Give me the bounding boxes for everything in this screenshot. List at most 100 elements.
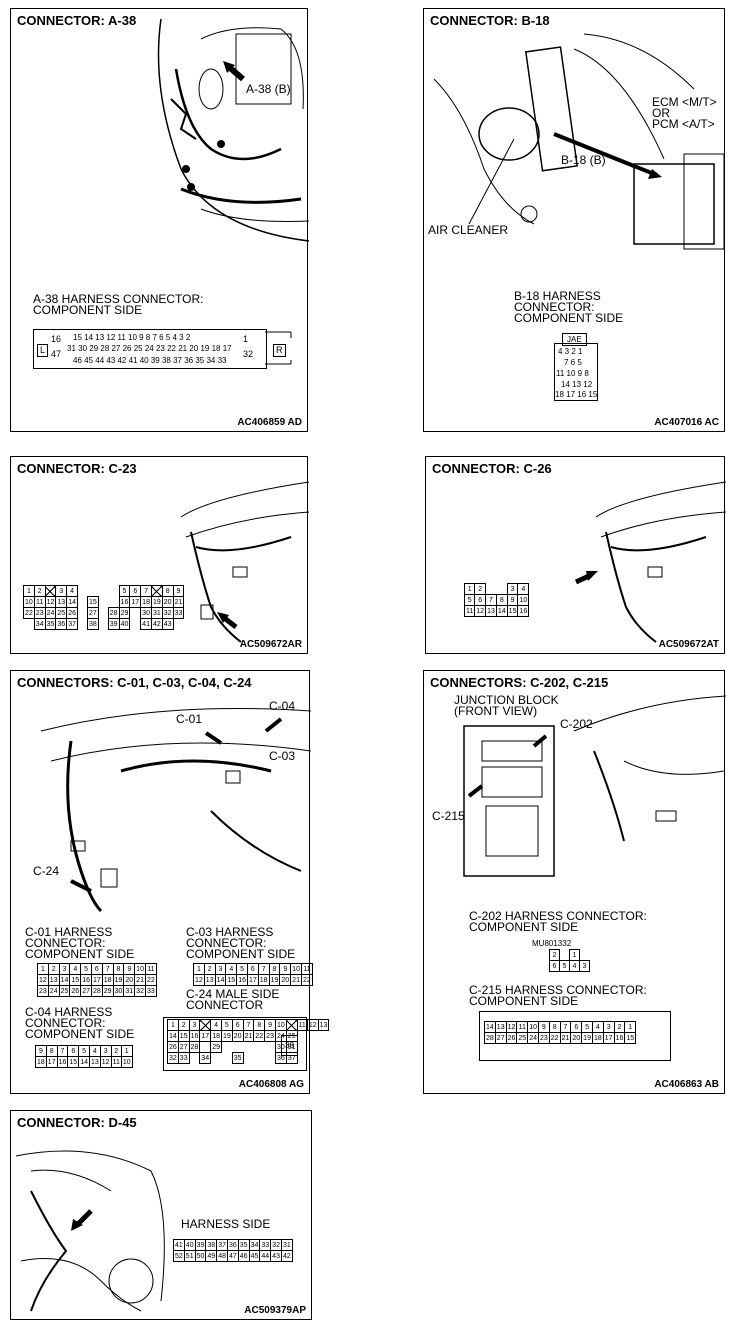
pin-cell: 10 — [274, 1019, 287, 1031]
pin-cell: 14 — [66, 596, 78, 608]
pin-cell: 22 — [253, 1030, 266, 1042]
b18-row-4: 14 13 12 — [561, 380, 593, 389]
vehicle-rear-illustration — [15, 1150, 165, 1312]
pin-cell: 9 — [279, 963, 292, 975]
pin-cell: 39 — [194, 1239, 207, 1251]
pin-cell — [232, 1042, 243, 1053]
pin-cell — [265, 1042, 276, 1053]
pin-cell: 42 — [150, 618, 163, 630]
a38-connector-face — [33, 329, 267, 369]
figure-id: AC509379AP — [244, 1305, 306, 1316]
pin-cell: 32 — [134, 985, 146, 997]
pin-cell: 9 — [506, 594, 519, 606]
engine-bay-illustration — [157, 18, 310, 242]
pin-cell: 23 — [37, 985, 49, 997]
pin-cell: 12 — [99, 1056, 112, 1068]
pin-cell: 2 — [33, 585, 46, 597]
engine-bay-illustration — [433, 33, 725, 250]
pin-cell: 6 — [67, 1045, 80, 1057]
pin-cell — [221, 1053, 232, 1064]
pin-cell: 38 — [205, 1239, 218, 1251]
ecm-pcm-label: ECM <M/T> OR PCM <A/T> — [652, 95, 717, 131]
pin-cell: 7 — [56, 1045, 69, 1057]
pin-cell: 18 — [210, 1030, 222, 1042]
a38-pin-47: 47 — [51, 349, 62, 359]
pin-cell: 27 — [177, 1041, 190, 1053]
pin-cell: 17 — [45, 1056, 58, 1068]
pin-cell: 2 — [177, 1019, 190, 1031]
pin-cell: 20 — [279, 974, 292, 986]
pin-cell: 12 — [306, 1019, 319, 1031]
pin-cell: 14 — [214, 974, 227, 986]
pin-cell: 9 — [35, 1045, 47, 1057]
pin-cell: 3 — [602, 1021, 615, 1033]
callout-b18b: B-18 (B) — [561, 153, 606, 167]
pin-cell: 10 — [120, 1056, 133, 1068]
pin-cell — [307, 1042, 318, 1053]
dashboard-harness-illustration — [574, 481, 727, 643]
pin-cell: 13 — [317, 1019, 330, 1031]
panel-b18: CONNECTOR: B-18 ECM <M/T> OR PCM <A/T> B… — [423, 8, 725, 432]
pin-cell: 5 — [220, 1019, 233, 1031]
panel-title: CONNECTOR: C-26 — [432, 461, 552, 476]
pin-cell: 30 — [112, 985, 125, 997]
pin-cell: 2 — [47, 963, 60, 975]
pin-cell — [496, 584, 507, 595]
pin-cell: 8 — [161, 585, 174, 597]
pin-cell — [318, 1031, 329, 1042]
pin-cell: 19 — [581, 1032, 593, 1044]
a38-pin-32: 32 — [243, 349, 254, 359]
pin-cell: 21 — [134, 974, 146, 986]
c24-caption: C-24 MALE SIDE CONNECTOR — [186, 987, 280, 1012]
pin-cell: 46 — [237, 1250, 250, 1262]
pin-cell: 22 — [300, 974, 313, 986]
pin-cell: 16 — [613, 1032, 626, 1044]
a38-right-mark: R — [273, 344, 286, 357]
pin-cell: 29 — [118, 607, 131, 619]
pin-cell: 7 — [559, 1021, 572, 1033]
pin-cell: 1 — [167, 1019, 179, 1031]
junction-block-label: JUNCTION BLOCK (FRONT VIEW) — [454, 693, 559, 718]
pin-cell: 18 — [101, 974, 114, 986]
pin-cell: 9 — [537, 1021, 550, 1033]
callout-c202: C-202 — [560, 717, 593, 731]
pin-cell: 12 — [44, 596, 57, 608]
pin-cell: 7 — [257, 963, 270, 975]
pin-cell: 5 — [118, 585, 131, 597]
pin-cell: 17 — [246, 974, 259, 986]
pin-cell: 38 — [86, 618, 99, 630]
panel-a38: CONNECTOR: A-38 A-38 (B) A-38 HARNESS CO… — [10, 8, 310, 432]
pin-cell: 20 — [231, 1030, 244, 1042]
pin-cell: 19 — [150, 596, 163, 608]
pin-cell: 1 — [23, 585, 35, 597]
pin-cell: 40 — [118, 618, 131, 630]
pin-cell: 1 — [624, 1021, 637, 1033]
pin-cell: 24 — [47, 985, 60, 997]
pin-cell: 3 — [506, 583, 519, 595]
pin-cell: 16 — [236, 974, 248, 986]
pin-cell: 25 — [55, 607, 68, 619]
a38-row-1: 15 14 13 12 11 10 9 8 7 6 5 4 3 2 — [73, 333, 191, 342]
c215-connector-face — [479, 1011, 671, 1061]
a38-left-mark: L — [37, 344, 49, 357]
pin-cell: 47 — [226, 1250, 239, 1262]
pin-cell: 41 — [173, 1239, 185, 1251]
pin-cell: 4 — [225, 963, 238, 975]
pin-cell: 1 — [569, 949, 580, 961]
panel-c202: CONNECTORS: C-202, C-215 JUNCTION BLOCK … — [423, 670, 727, 1094]
pin-cell — [560, 950, 570, 961]
pin-cell: 8 — [45, 1045, 58, 1057]
pin-cell: 42 — [280, 1250, 293, 1262]
pin-cell — [44, 585, 57, 597]
pin-cell — [98, 608, 108, 619]
pin-cell: 15 — [624, 1032, 637, 1044]
pin-cell: 16 — [118, 596, 131, 608]
pin-cell: 13 — [494, 1021, 507, 1033]
pin-cell: 20 — [570, 1032, 583, 1044]
pin-cell — [130, 619, 141, 630]
